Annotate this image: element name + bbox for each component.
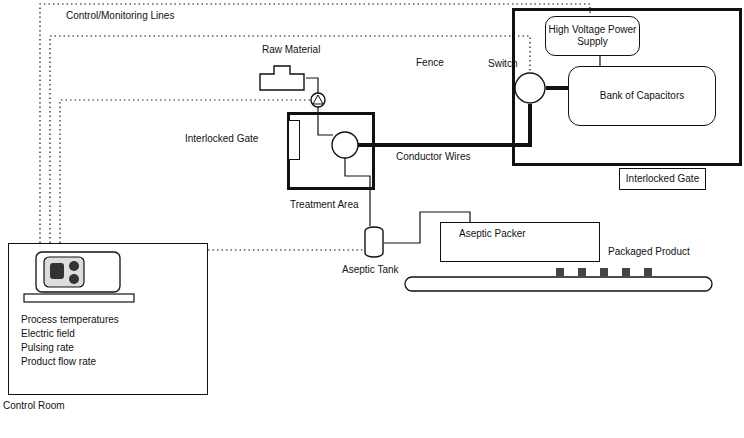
control-line [60, 100, 310, 243]
text-label: Packaged Product [606, 246, 692, 258]
monitor-icon [69, 274, 79, 284]
pipe [369, 190, 370, 226]
node-text: Interlocked Gate [626, 173, 699, 185]
interlocked-gate: Interlocked Gate [288, 120, 300, 160]
node-text: Product flow rate [21, 356, 96, 367]
control-line [40, 4, 590, 243]
switch-circle: Switch [514, 72, 546, 104]
conveyor [405, 277, 712, 291]
node-text: Aseptic Tank [342, 264, 399, 275]
conductor-wire [358, 143, 374, 147]
node-text: Treatment Area [290, 199, 359, 210]
control-line [50, 36, 530, 243]
node-text: Aseptic Packer [459, 228, 526, 239]
fence-enclosure: FenceHigh Voltage Power SupplySwitchBank… [512, 8, 742, 166]
package [556, 268, 564, 276]
node-text: Process temperatures [21, 314, 119, 325]
treatment-area: Treatment Area [287, 112, 375, 190]
rawtank-outline [258, 64, 306, 92]
pipe [384, 212, 470, 243]
circle-outline [515, 73, 545, 103]
node-text: Interlocked Gate [185, 133, 258, 144]
node-text: Electric field [21, 328, 75, 339]
monitor [36, 252, 120, 292]
text-label: Control/Monitoring Lines [64, 10, 176, 22]
aseptic-tank: Aseptic Tank [364, 226, 384, 258]
pump-symbol [313, 95, 323, 104]
node-text: High Voltage Power Supply [546, 24, 639, 48]
control-room: Process temperaturesElectric fieldPulsin… [8, 243, 208, 395]
conductor-wire [375, 104, 530, 145]
node-text: Pulsing rate [21, 342, 74, 353]
interlocked-gate: Interlocked Gate [619, 168, 706, 190]
monitor-screen [44, 257, 84, 287]
package [578, 268, 586, 276]
pipe [318, 114, 333, 135]
pump-symbol [311, 93, 325, 107]
monitor-icon [69, 261, 79, 271]
node-text: Switch [488, 58, 517, 69]
node-text: Bank of Capacitors [600, 90, 685, 102]
raw-material-tank: Raw Material [258, 64, 306, 92]
treatment-chamber [332, 132, 358, 158]
capacitor-bank-box: Bank of Capacitors [568, 66, 716, 126]
edge-label: Conductor Wires [394, 151, 472, 163]
cyl-outline [364, 226, 384, 258]
package [644, 268, 652, 276]
node-text: Fence [416, 57, 444, 68]
rawtank-outline [260, 66, 304, 90]
node-text: Control Room [3, 400, 65, 411]
conductor-wire [546, 86, 568, 90]
cyl-outline [365, 227, 383, 257]
pipe [599, 56, 600, 66]
package [622, 268, 630, 276]
aseptic-packer: Aseptic Packer [440, 222, 600, 262]
node-text: Raw Material [262, 44, 320, 55]
control-line [208, 249, 364, 250]
package [600, 268, 608, 276]
circle-outline [514, 72, 546, 104]
power-supply-box: High Voltage Power Supply [545, 16, 640, 56]
monitor-icon [50, 263, 64, 279]
keyboard [24, 294, 134, 302]
pipe [345, 158, 370, 189]
